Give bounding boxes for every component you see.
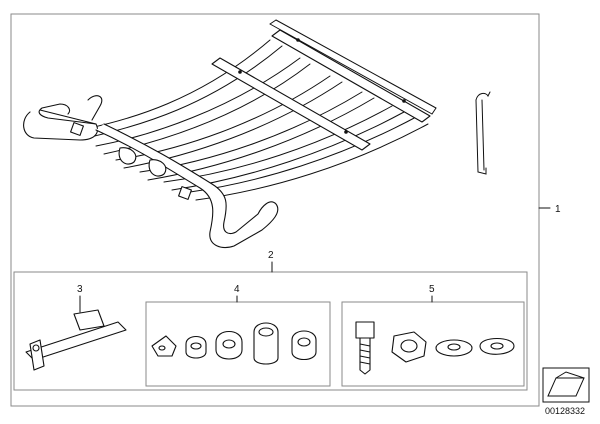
group-2-frame [13,271,528,391]
mounting-bracket [25,309,127,371]
callout-2: 2 [268,250,274,261]
outer-frame [10,13,540,407]
catalog-corner-icon [542,367,590,403]
luggage-rack [23,19,437,249]
drawing-code: 00128332 [545,406,585,416]
group-5-frame [341,301,525,387]
callout-3: 3 [77,284,83,295]
rubber-grommets [151,322,317,365]
callout-4: 4 [234,284,240,295]
retaining-clip [475,91,491,175]
callout-5: 5 [429,284,435,295]
group-4-frame [145,301,331,387]
fastener-set [355,321,515,375]
callout-1: 1 [555,204,561,215]
